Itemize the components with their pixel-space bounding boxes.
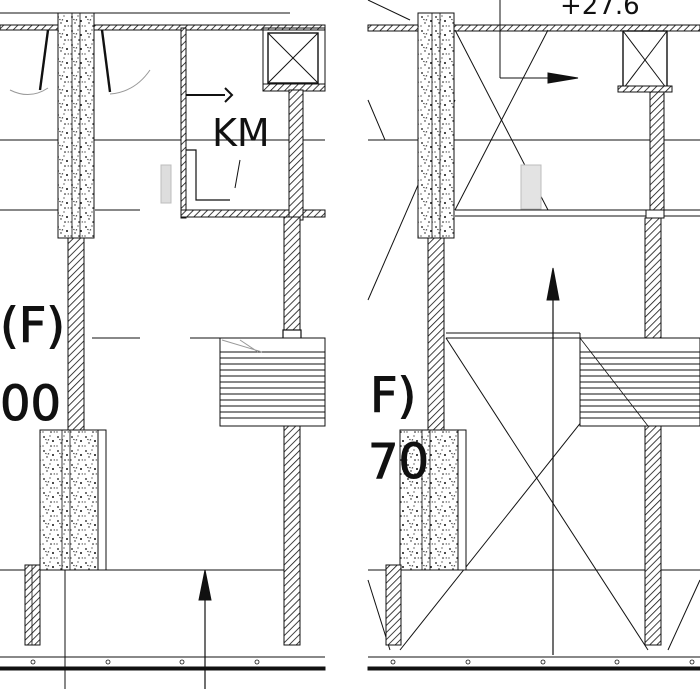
stair-nosing <box>221 339 263 353</box>
diagonal-line <box>445 337 649 651</box>
diagonal-line <box>367 0 411 21</box>
wall-joint <box>645 209 665 219</box>
hatched-wall <box>67 237 85 431</box>
grid-label: (F) <box>0 298 65 354</box>
hatched-wall <box>427 237 445 431</box>
fixture <box>186 87 234 103</box>
arrow-head-icon <box>198 569 212 601</box>
dimension-label: 70 <box>368 434 429 490</box>
stair-diagonal <box>579 337 649 427</box>
floor-slab <box>367 666 700 671</box>
elevation-label: +27.6 <box>560 0 640 21</box>
concrete-column <box>39 429 99 571</box>
panel-gap <box>326 0 366 689</box>
concrete-column <box>399 429 459 571</box>
fixture <box>186 149 230 201</box>
floor-slab <box>0 666 326 671</box>
gray-fixture <box>520 164 542 210</box>
room-tag: KM <box>212 111 270 155</box>
room-wall <box>288 89 304 221</box>
floor-markers <box>30 659 260 665</box>
hatched-wall <box>385 564 402 646</box>
fixture <box>234 159 241 189</box>
diagonal-line <box>667 579 700 651</box>
grid-label: F) <box>370 368 416 424</box>
dimension-label: 00 <box>0 376 61 432</box>
floor-markers <box>390 659 695 665</box>
hatched-wall <box>24 564 41 646</box>
column-edge <box>457 429 467 571</box>
room-wall <box>180 27 187 219</box>
hatched-wall <box>644 217 662 646</box>
room-wall <box>299 209 326 218</box>
concrete-column <box>57 12 95 239</box>
room-wall <box>617 85 673 93</box>
right-panel: +27.6 <box>367 0 700 671</box>
hatched-wall <box>283 216 301 646</box>
top-beam <box>367 24 700 32</box>
shaft-cross <box>267 32 319 84</box>
door-leaf <box>38 29 50 91</box>
gray-fixture <box>160 164 172 204</box>
diagonal-line <box>367 99 386 141</box>
door-swing-arc <box>109 69 151 95</box>
room-wall <box>180 209 292 218</box>
arrow-head-icon <box>547 72 579 84</box>
diagonal-line <box>454 29 549 211</box>
column-edge <box>97 429 107 571</box>
door-leaf <box>100 29 112 93</box>
shaft-cross <box>622 30 668 90</box>
concrete-column <box>417 12 455 239</box>
hatched-wall <box>649 91 665 213</box>
arrow-head-icon <box>546 267 560 301</box>
stair-treads <box>220 351 325 419</box>
door-swing-arc <box>9 87 49 95</box>
left-panel: KM <box>0 12 326 689</box>
